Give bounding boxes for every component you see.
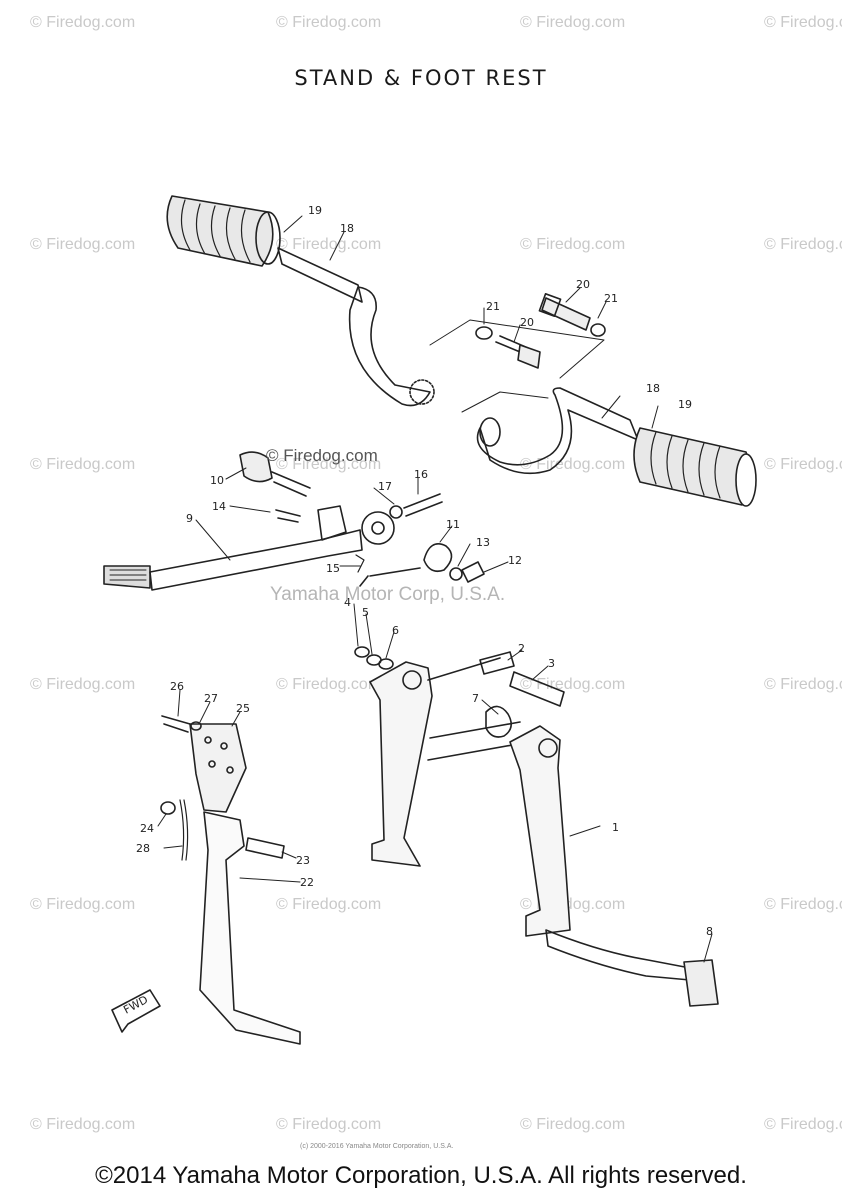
callout-2: 2	[518, 642, 525, 655]
inline-watermark: © Firedog.com	[266, 446, 378, 465]
watermark-text: © Firedog.com	[520, 14, 626, 31]
watermark-text: © Firedog.com	[30, 896, 136, 913]
callout-19-left: 19	[308, 204, 322, 217]
callout-9: 9	[186, 512, 193, 525]
watermark-text: © Firedog.com	[764, 896, 842, 913]
callout-28: 28	[136, 842, 150, 855]
callout-14: 14	[212, 500, 226, 513]
callout-15: 15	[326, 562, 340, 575]
callout-25: 25	[236, 702, 250, 715]
callout-18-left: 18	[340, 222, 354, 235]
footrest-right	[476, 387, 757, 507]
watermark-text: © Firedog.com	[276, 456, 382, 473]
center-watermark: Yamaha Motor Corp, U.S.A.	[270, 584, 506, 605]
watermark-text: © Firedog.com	[30, 236, 136, 253]
callout-17: 17	[378, 480, 392, 493]
callout-6: 6	[392, 624, 399, 637]
callout-5: 5	[362, 606, 369, 619]
watermark-text: © Firedog.com	[764, 236, 842, 253]
watermark-text: © Firedog.com	[30, 456, 136, 473]
callout-27: 27	[204, 692, 218, 705]
callout-4: 4	[344, 596, 351, 609]
watermark-text: © Firedog.com	[764, 456, 842, 473]
callout-19-right: 19	[678, 398, 692, 411]
callout-1: 1	[612, 821, 619, 834]
brake-pedal	[103, 451, 485, 591]
watermark-text: © Firedog.com	[30, 676, 136, 693]
callout-13: 13	[476, 536, 490, 549]
watermark-text: © Firedog.com	[764, 676, 842, 693]
watermark-text: © Firedog.com	[276, 676, 382, 693]
watermark-text: © Firedog.com	[764, 14, 842, 31]
watermark-text: © Firedog.com	[276, 236, 382, 253]
callout-12: 12	[508, 554, 522, 567]
callout-20-mid: 20	[520, 316, 534, 329]
callout-23: 23	[296, 854, 310, 867]
bolt-set	[475, 293, 606, 369]
callout-11: 11	[446, 518, 460, 531]
tiny-copyright: (c) 2000-2016 Yamaha Motor Corporation, …	[300, 1143, 454, 1150]
callout-10: 10	[210, 474, 224, 487]
watermark-text: © Firedog.com	[520, 1116, 626, 1133]
callout-22: 22	[300, 876, 314, 889]
footrest-left	[166, 195, 435, 407]
leader-lines	[157, 215, 713, 963]
callout-7: 7	[472, 692, 479, 705]
callout-21-left: 21	[486, 300, 500, 313]
diagram-title: STAND & FOOT REST	[294, 66, 548, 90]
callout-20-top: 20	[576, 278, 590, 291]
watermark-text: © Firedog.com	[30, 1116, 136, 1133]
watermark-text: © Firedog.com	[520, 676, 626, 693]
callout-labels: 1 2 3 4 5 6 7 8 9 10 11 12 13 14 15 16 1…	[136, 204, 713, 938]
callout-21-right: 21	[604, 292, 618, 305]
callout-26: 26	[170, 680, 184, 693]
center-stand	[354, 646, 719, 1007]
copyright-footer: ©2014 Yamaha Motor Corporation, U.S.A. A…	[95, 1162, 747, 1189]
watermark-text: © Firedog.com	[30, 14, 136, 31]
callout-24: 24	[140, 822, 154, 835]
watermark-text: © Firedog.com	[520, 456, 626, 473]
callout-18-right: 18	[646, 382, 660, 395]
watermark-text: © Firedog.com	[276, 14, 382, 31]
callout-8: 8	[706, 925, 713, 938]
callout-16: 16	[414, 468, 428, 481]
watermark-text: © Firedog.com	[276, 896, 382, 913]
callout-3: 3	[548, 657, 555, 670]
forward-arrow-icon: FWD	[111, 989, 161, 1033]
watermark-text: © Firedog.com	[520, 236, 626, 253]
watermark-text: © Firedog.com	[764, 1116, 842, 1133]
watermark-text: © Firedog.com	[276, 1116, 382, 1133]
side-stand	[160, 715, 301, 1045]
